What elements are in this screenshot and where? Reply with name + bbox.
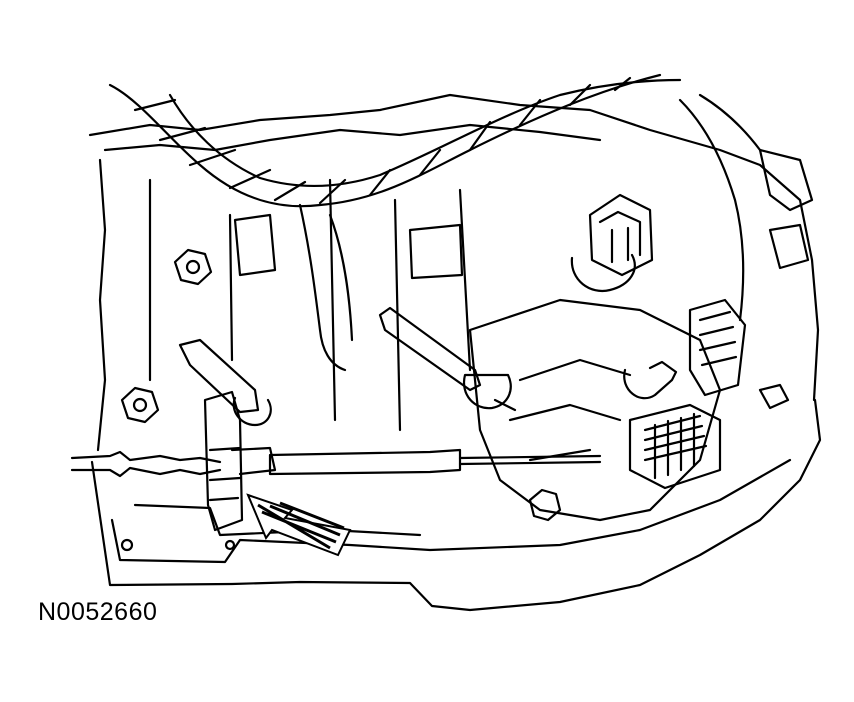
harness-branch (298, 203, 354, 372)
upper-connector (570, 193, 654, 293)
shift-cable (70, 450, 222, 464)
callout-arrow-icon (246, 493, 352, 557)
transmission-case (88, 93, 820, 402)
case-right-bracket (758, 148, 814, 270)
shift-cable-lower (70, 466, 222, 478)
case-recess (233, 213, 464, 280)
pan-bolt-hole (224, 539, 236, 551)
case-left-wall (96, 158, 107, 452)
cable-sleeve (268, 448, 462, 476)
sensor-detail (508, 358, 632, 462)
bolt-upper-left (173, 248, 213, 286)
case-top-ribs (103, 123, 602, 152)
right-wire-2 (698, 93, 762, 152)
cable-rod (458, 454, 602, 466)
oil-pan-outline (90, 398, 822, 612)
figure-id-label: N0052660 (38, 598, 158, 626)
range-sensor-connector (628, 403, 722, 490)
pan-flange (133, 503, 422, 537)
shift-lever (178, 338, 260, 414)
oil-pan-inner-rail (110, 458, 792, 564)
bolt-bottom (528, 488, 562, 522)
case-right-bolts (758, 383, 790, 410)
cable-bracket (203, 390, 277, 532)
wiring-harness-lower (168, 78, 682, 188)
case-mid-panel (148, 178, 472, 432)
manual-lever-stud (462, 373, 517, 412)
pan-bolt-hole (120, 538, 134, 552)
range-sensor-body (468, 298, 722, 522)
bolt-left (120, 386, 160, 424)
lever-stud (232, 396, 272, 427)
right-connector (688, 298, 747, 397)
wiring-harness-upper (108, 73, 662, 208)
right-wire (678, 98, 745, 322)
manual-lever (378, 306, 482, 392)
vent-tube (623, 360, 678, 400)
harness-wrap-lines (133, 76, 632, 205)
